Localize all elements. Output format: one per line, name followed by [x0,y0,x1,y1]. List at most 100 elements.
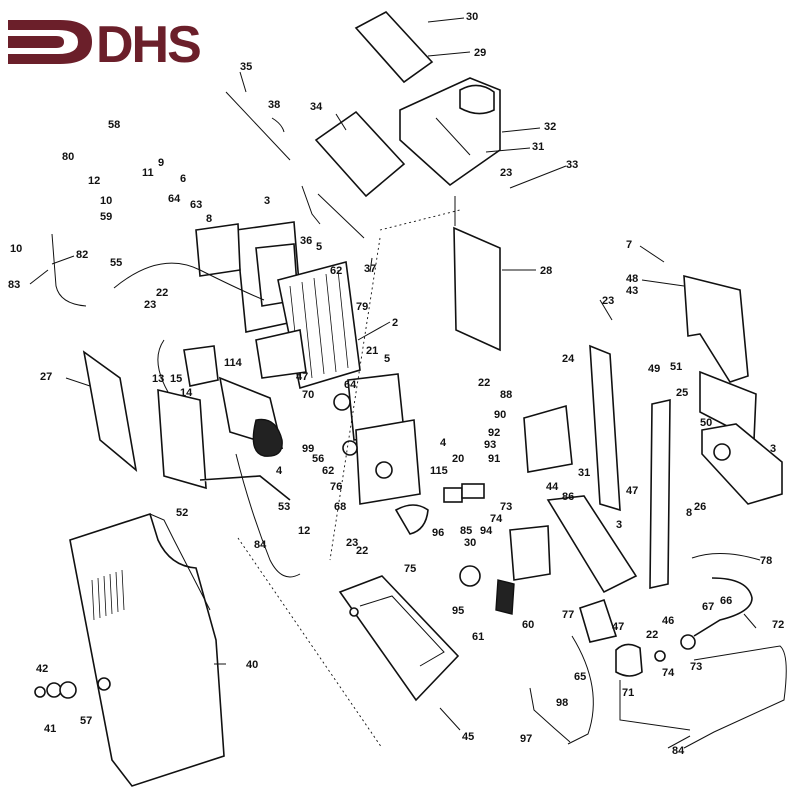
label-88: 88 [500,389,512,401]
label-3a: 3 [264,195,270,207]
label-60: 60 [522,619,534,631]
label-12b: 12 [298,525,310,537]
fittings-right [529,495,787,749]
label-34: 34 [310,101,323,113]
label-44: 44 [546,481,559,493]
label-51: 51 [670,361,682,373]
label-74a: 74 [490,513,503,525]
label-114: 114 [224,357,243,369]
label-47c: 47 [612,621,624,633]
label-5b: 5 [384,353,390,365]
label-65: 65 [574,671,586,683]
label-50: 50 [700,417,712,429]
label-22b: 22 [478,377,490,389]
label-30b: 30 [464,537,476,549]
rods [225,91,365,239]
label-62b: 62 [322,465,334,477]
label-8b: 8 [686,507,692,519]
label-2: 2 [392,317,398,329]
label-22a: 22 [156,287,168,299]
label-56: 56 [312,453,324,465]
label-22c: 22 [356,545,368,557]
label-20: 20 [452,453,464,465]
label-86: 86 [562,491,574,503]
label-90: 90 [494,409,506,421]
label-40: 40 [246,659,258,671]
label-35: 35 [240,61,252,73]
logo-text: DHS [96,16,200,74]
label-23c: 23 [144,299,156,311]
label-52: 52 [176,507,188,519]
logo-mark-icon [8,20,92,64]
label-46: 46 [662,615,674,627]
label-33: 33 [566,159,578,171]
label-7: 7 [626,239,632,251]
label-31: 31 [532,141,544,153]
label-10a: 10 [100,195,112,207]
label-115: 115 [430,465,448,477]
label-30: 30 [466,11,478,23]
motor-assembly [157,339,291,501]
label-76: 76 [330,481,342,493]
label-55: 55 [110,257,122,269]
dhs-logo: DHS [8,16,202,74]
label-70: 70 [302,389,314,401]
label-12a: 12 [88,175,100,187]
tray-45 [338,575,460,702]
label-38: 38 [268,99,280,111]
label-79: 79 [356,301,368,313]
label-28: 28 [540,265,552,277]
label-8a: 8 [206,213,212,225]
label-68: 68 [334,501,346,513]
label-93: 93 [484,439,496,451]
label-59: 59 [100,211,112,223]
label-57: 57 [80,715,92,727]
label-36: 36 [300,235,312,247]
label-5a: 5 [316,241,322,253]
label-37: 37 [364,263,376,275]
label-49: 49 [648,363,660,375]
label-21: 21 [366,345,378,357]
label-11: 11 [142,167,154,179]
label-94: 94 [480,525,493,537]
label-31b: 31 [578,467,590,479]
label-25: 25 [676,387,688,399]
label-53: 53 [278,501,290,513]
label-45: 45 [462,731,474,743]
label-84b: 84 [672,745,685,757]
cover-plate-29 [314,11,501,352]
label-91: 91 [488,453,500,465]
label-85: 85 [460,525,472,537]
label-72: 72 [772,619,784,631]
label-61: 61 [472,631,484,643]
label-27: 27 [40,371,52,383]
label-92: 92 [488,427,500,439]
fittings-center [394,404,573,615]
label-98: 98 [556,697,568,709]
label-64a: 64 [168,193,181,205]
label-43: 43 [626,285,638,297]
frame-right [589,274,783,589]
label-32: 32 [544,121,556,133]
label-23: 23 [500,167,512,179]
label-6: 6 [180,173,186,185]
side-panel-27 [82,350,138,473]
label-63: 63 [190,199,202,211]
label-42: 42 [36,663,48,675]
label-84a: 84 [254,539,267,551]
part-labels: 30 29 35 38 34 32 31 23 33 58 80 12 9 11… [8,11,784,757]
label-48: 48 [626,273,638,285]
label-71: 71 [622,687,634,699]
label-14: 14 [180,387,193,399]
label-95: 95 [452,605,464,617]
label-47b: 47 [626,485,638,497]
label-58: 58 [108,119,120,131]
label-23b: 23 [602,295,614,307]
control-box [333,373,421,505]
label-67: 67 [702,601,714,613]
label-24: 24 [562,353,575,365]
label-9: 9 [158,157,164,169]
leader-lines [29,17,757,749]
label-66: 66 [720,595,732,607]
label-97: 97 [520,733,532,745]
